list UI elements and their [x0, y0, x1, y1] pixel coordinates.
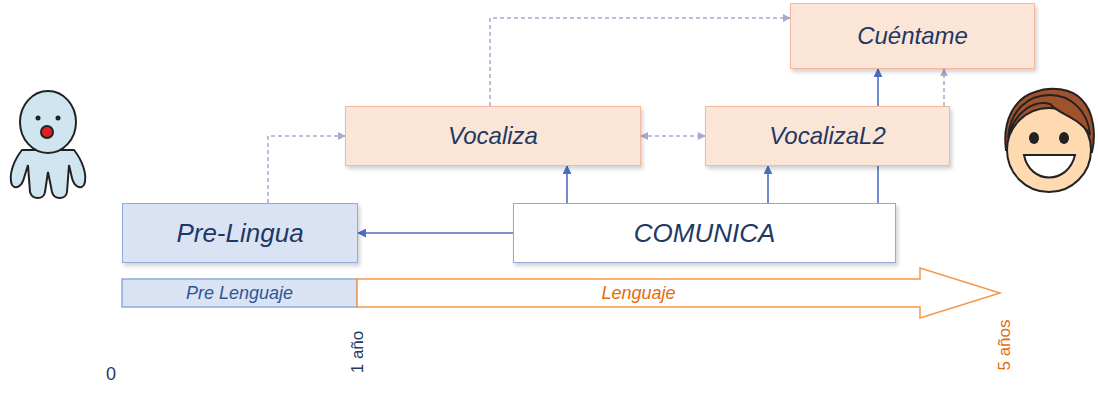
pre-language-bar: [122, 279, 357, 307]
solid-arrow: [767, 166, 769, 203]
dashed-arrow: [943, 69, 945, 106]
baby-icon: [11, 91, 86, 198]
module-box: Vocaliza: [345, 106, 641, 166]
age-tick: 1 año: [348, 331, 368, 374]
module-name: Vocaliza: [448, 122, 538, 150]
module-box: Cuéntame: [790, 3, 1035, 69]
dashed-arrow: [490, 18, 790, 106]
child-icon: [1005, 89, 1094, 192]
solid-arrow: [358, 232, 513, 234]
age-tick: 0: [106, 364, 116, 385]
module-box: Pre-Lingua: [122, 203, 358, 263]
period-label: Pre Lenguaje: [122, 279, 357, 307]
module-name: Cuéntame: [857, 22, 968, 50]
dashed-arrow: [268, 136, 345, 203]
dashed-arrow: [641, 135, 705, 137]
age-tick: 5 años: [995, 319, 1015, 370]
module-name: VocalizaL2: [769, 122, 886, 150]
language-arrow: [357, 268, 1000, 318]
module-box: VocalizaL2: [705, 106, 950, 166]
solid-arrow: [566, 166, 568, 203]
period-label: Lenguaje: [357, 279, 920, 307]
core-box: COMUNICA: [513, 203, 896, 263]
module-name: COMUNICA: [634, 218, 776, 249]
module-name: Pre-Lingua: [176, 218, 303, 249]
